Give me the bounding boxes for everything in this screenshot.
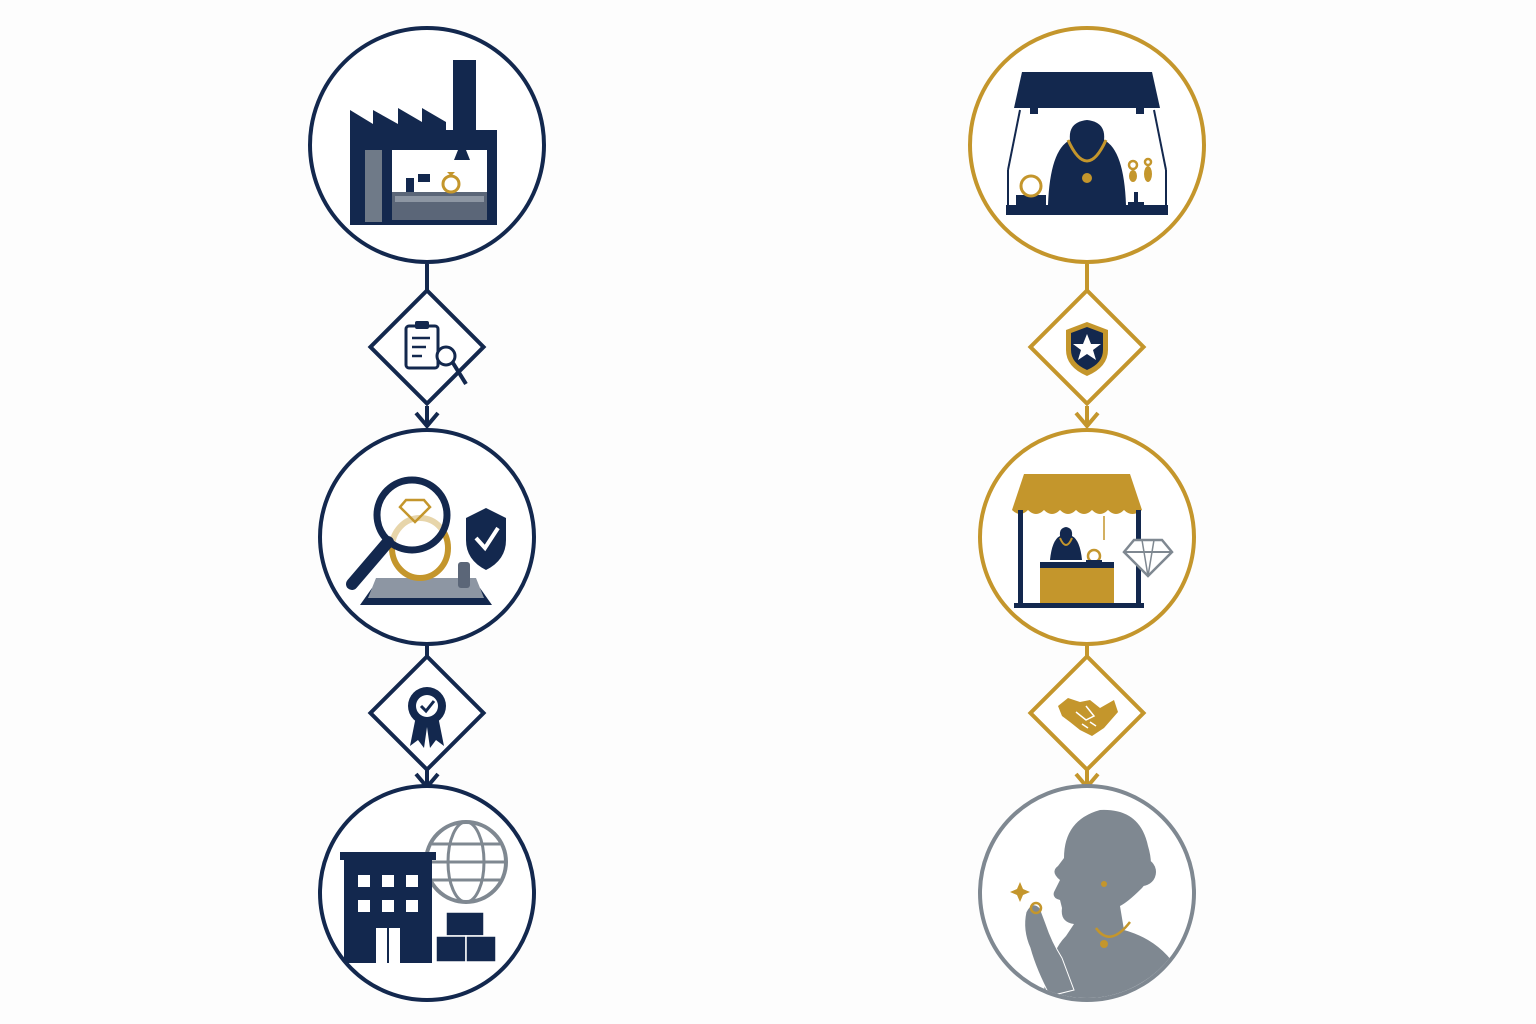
star-shield-diamond-node bbox=[1027, 287, 1147, 407]
right-connector-2 bbox=[1074, 406, 1100, 430]
clipboard-inspection-icon bbox=[404, 321, 468, 386]
handshake-diamond-node bbox=[1027, 653, 1147, 773]
factory-workshop-icon bbox=[350, 60, 497, 225]
left-connector-2 bbox=[414, 406, 440, 430]
manufacturing-distribution-flow bbox=[308, 26, 546, 1002]
woman-admiring-ring-icon bbox=[1010, 809, 1178, 998]
consumer-node bbox=[978, 784, 1196, 1002]
global-distribution-building-icon bbox=[340, 820, 508, 963]
quality-check-node bbox=[318, 428, 536, 646]
star-shield-icon bbox=[1066, 322, 1108, 376]
jewelry-store-node bbox=[978, 428, 1196, 646]
inspection-diamond-node bbox=[367, 287, 487, 407]
jewelry-display-case-icon bbox=[1006, 72, 1168, 215]
certification-badge-icon bbox=[408, 687, 446, 748]
jewelry-store-stall-icon bbox=[1012, 474, 1174, 608]
display-case-node bbox=[968, 26, 1206, 264]
magnifier-ring-quality-check-icon bbox=[346, 476, 506, 605]
factory-node bbox=[308, 26, 546, 264]
certification-diamond-node bbox=[367, 653, 487, 773]
retail-consumer-flow bbox=[968, 26, 1206, 1002]
handshake-icon bbox=[1058, 698, 1118, 736]
global-distribution-node bbox=[318, 784, 536, 1002]
